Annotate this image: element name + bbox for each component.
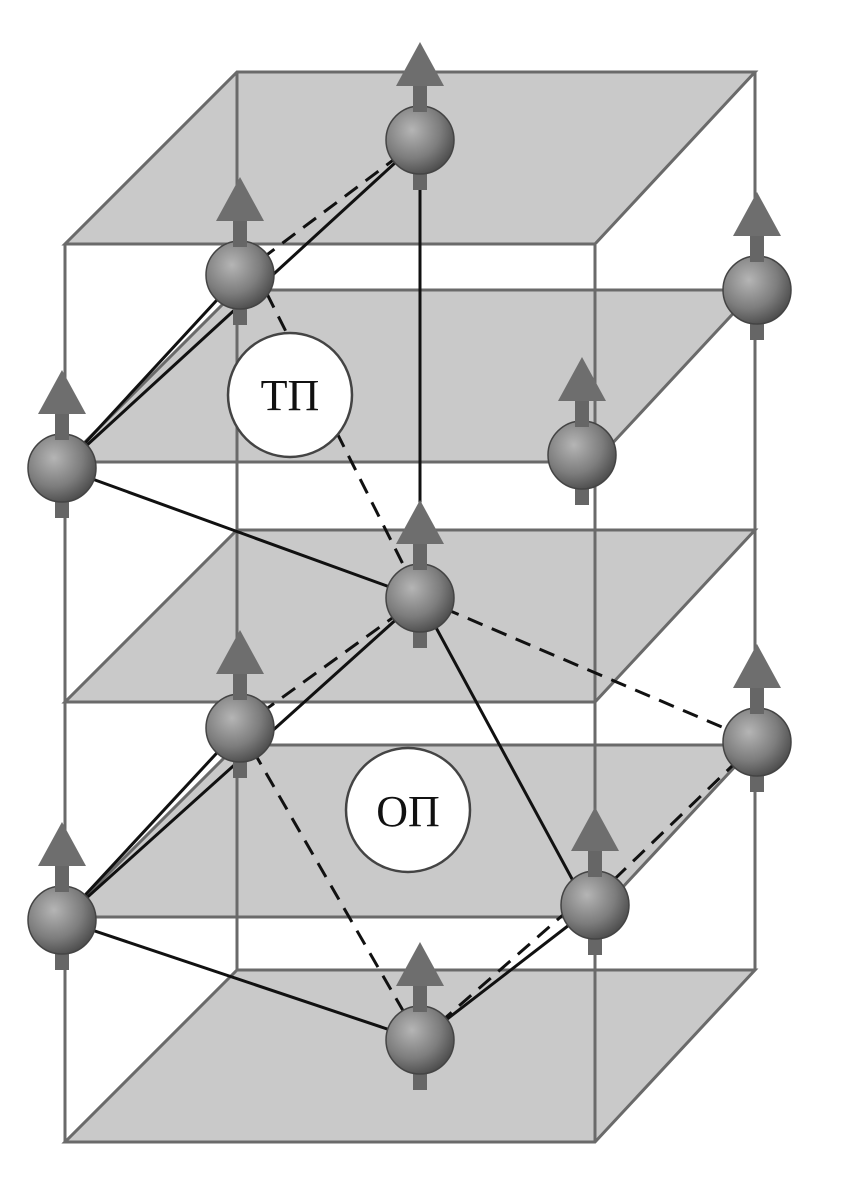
spin-arrow-shaft: [750, 232, 764, 262]
atom-sphere: [547, 420, 617, 490]
plane-2: [61, 288, 759, 464]
spin-arrow-shaft: [750, 684, 764, 714]
atom: [722, 192, 792, 340]
octahedral-void: ОП: [344, 746, 472, 874]
spin-arrow-shaft: [575, 397, 589, 427]
spin-arrow-shaft: [233, 217, 247, 247]
atom: [385, 500, 455, 648]
bond-solid: [419, 903, 596, 1042]
atom: [722, 644, 792, 792]
spin-arrow-shaft: [413, 82, 427, 112]
octahedral-void-circle: [344, 746, 472, 874]
atom: [385, 942, 455, 1090]
atom-sphere: [722, 707, 792, 777]
atom: [205, 177, 275, 325]
spin-arrow-shaft: [55, 862, 69, 892]
octahedral-void-label: ОП: [376, 787, 440, 836]
atom-sphere: [385, 1005, 455, 1075]
spin-arrow-shaft: [55, 410, 69, 440]
bond-dashed: [239, 138, 421, 277]
atom-sphere: [560, 870, 630, 940]
bond-dashed: [419, 898, 581, 1042]
atom-sphere: [385, 105, 455, 175]
bond-solid: [418, 597, 580, 891]
atom: [385, 42, 455, 190]
bond-solid: [60, 726, 242, 922]
atom-sphere: [205, 693, 275, 763]
spin-up-arrow-icon: [733, 192, 781, 236]
bond-solid: [60, 273, 242, 470]
spin-arrow-shaft: [413, 982, 427, 1012]
tetrahedral-void: ТП: [226, 331, 354, 459]
spin-arrow-shaft: [588, 847, 602, 877]
atom-sphere: [722, 255, 792, 325]
spin-up-arrow-icon: [38, 822, 86, 866]
atom: [27, 822, 97, 970]
spin-arrow-shaft: [413, 540, 427, 570]
spin-up-arrow-icon: [396, 942, 444, 986]
tetrahedral-void-circle: [226, 331, 354, 459]
bond-dashed: [419, 596, 758, 744]
bond-solid: [61, 466, 421, 600]
atoms: [27, 42, 792, 1090]
atom: [560, 807, 630, 955]
spin-up-arrow-icon: [396, 500, 444, 544]
tetrahedral-void-label: ТП: [261, 371, 320, 420]
spin-up-arrow-icon: [216, 177, 264, 221]
spin-up-arrow-icon: [38, 370, 86, 414]
bond-dashed: [239, 596, 421, 730]
spin-up-arrow-icon: [733, 644, 781, 688]
bond-solid: [61, 918, 421, 1042]
atom-sphere: [205, 240, 275, 310]
atom-sphere: [27, 433, 97, 503]
spin-up-arrow-icon: [558, 357, 606, 401]
spin-up-arrow-icon: [216, 630, 264, 674]
bond-dashed: [238, 727, 422, 1041]
atom: [547, 357, 617, 505]
atom: [205, 630, 275, 778]
spin-up-arrow-icon: [396, 42, 444, 86]
atom-sphere: [27, 885, 97, 955]
atom-sphere: [385, 563, 455, 633]
spin-arrow-shaft: [233, 670, 247, 700]
spin-up-arrow-icon: [571, 807, 619, 851]
atom: [27, 370, 97, 518]
bond-dashed: [596, 740, 759, 897]
